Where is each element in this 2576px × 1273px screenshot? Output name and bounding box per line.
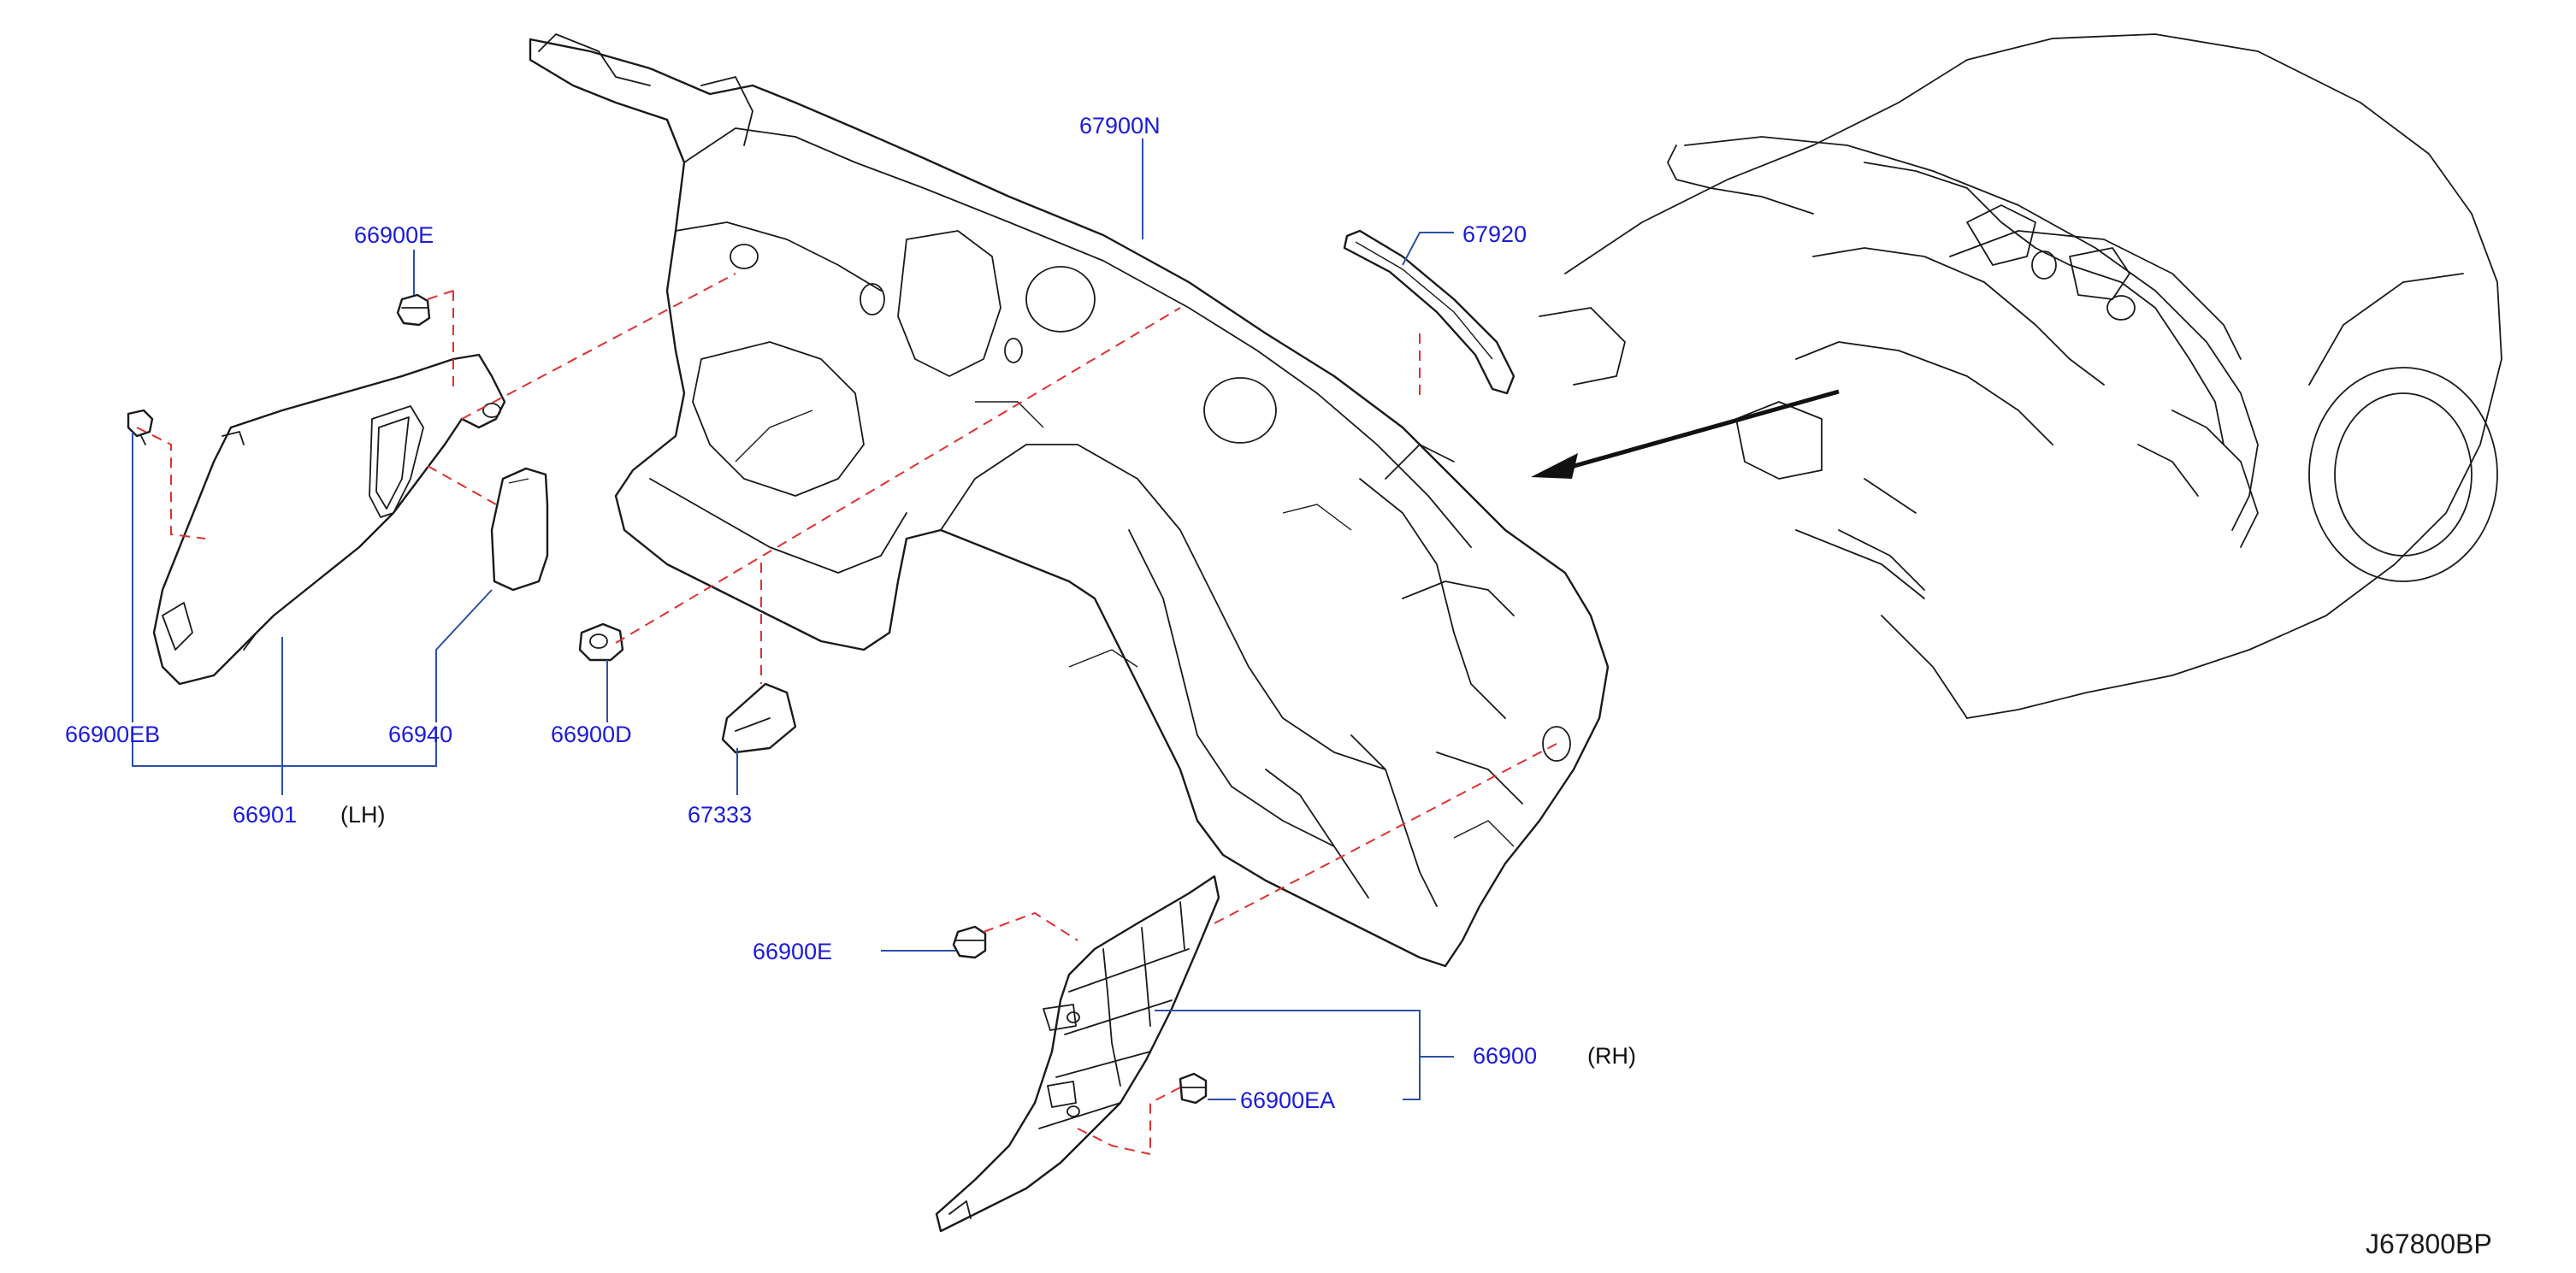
label-side-lh: (LH) bbox=[340, 802, 386, 828]
vehicle-locator-view bbox=[1539, 33, 2502, 719]
label-66900: 66900 bbox=[1473, 1043, 1537, 1069]
label-66900E-top: 66900E bbox=[354, 222, 434, 248]
leader-lines bbox=[132, 138, 1454, 1100]
label-side-rh: (RH) bbox=[1587, 1043, 1636, 1069]
grommet-66900D bbox=[578, 622, 624, 662]
seal-strip-67920 bbox=[1343, 229, 1515, 395]
dash-panel-to-dash bbox=[461, 273, 736, 420]
label-66900EA: 66900EA bbox=[1240, 1087, 1335, 1113]
label-66900D: 66900D bbox=[551, 722, 632, 747]
dash-insulator-67900N bbox=[529, 33, 1610, 968]
label-67333: 67333 bbox=[688, 802, 752, 828]
leader-66900 bbox=[1155, 1010, 1454, 1100]
dash-clip-e-top-b bbox=[427, 290, 454, 300]
cover-lid-66940 bbox=[490, 467, 549, 592]
label-66900E-bottom: 66900E bbox=[753, 939, 832, 964]
dash-clip-e-bottom bbox=[983, 911, 1078, 941]
pad-67333 bbox=[721, 682, 797, 754]
label-66900EB: 66900EB bbox=[65, 722, 160, 747]
clip-66900EB bbox=[127, 409, 154, 445]
dash-clip-ea-b bbox=[1077, 1128, 1151, 1155]
dash-lid bbox=[427, 465, 497, 505]
label-67900N: 67900N bbox=[1079, 113, 1161, 138]
dash-clip-eb bbox=[136, 427, 206, 539]
label-66901: 66901 bbox=[233, 802, 297, 828]
diagram-code: J67800BP bbox=[2366, 1229, 2492, 1259]
alignment-dashed-lines bbox=[136, 273, 1557, 1155]
dash-clip-ea bbox=[1149, 1087, 1181, 1154]
kick-panel-66901-lh bbox=[152, 353, 506, 686]
clip-66900E-top bbox=[396, 293, 431, 327]
leader-66901 bbox=[132, 637, 437, 795]
locator-arrow bbox=[1531, 389, 1840, 479]
clip-66900EA bbox=[1179, 1072, 1208, 1105]
dash-grommet bbox=[615, 307, 1181, 644]
clip-66900E-bottom bbox=[952, 925, 987, 959]
leader-66940 bbox=[435, 589, 493, 722]
label-66940: 66940 bbox=[388, 722, 452, 747]
dash-rh-panel bbox=[1214, 743, 1557, 924]
leader-67920 bbox=[1402, 232, 1454, 266]
label-67920: 67920 bbox=[1462, 221, 1527, 247]
kick-panel-66900-rh bbox=[935, 875, 1220, 1233]
